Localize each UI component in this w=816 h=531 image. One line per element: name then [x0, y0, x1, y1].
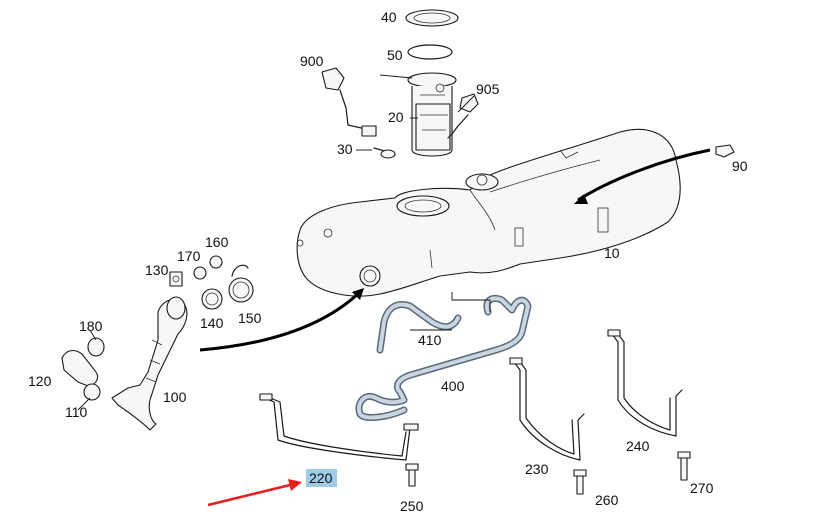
lock-ring[interactable] [405, 9, 459, 27]
clip[interactable] [447, 93, 479, 139]
callout-905: 905 [476, 81, 500, 97]
callout-highlight [306, 469, 337, 487]
callout-130: 130 [145, 262, 169, 278]
bolt-250[interactable] [405, 463, 419, 487]
callout-90: 90 [732, 158, 748, 174]
callout-50: 50 [387, 47, 403, 63]
leader-lines [77, 74, 491, 411]
callout-400: 400 [441, 378, 465, 394]
callout-100: 100 [163, 389, 187, 405]
callout-labels: 40 50 900 905 20 30 90 10 160 170 130 14… [28, 9, 748, 514]
callout-220[interactable]: 220 [309, 470, 333, 486]
assembly-arrow-right [574, 148, 711, 204]
callout-30: 30 [337, 141, 353, 157]
vent-hose-400[interactable] [355, 295, 532, 421]
filler-fitting[interactable] [169, 271, 183, 287]
callout-40: 40 [381, 9, 397, 25]
callout-900: 900 [300, 53, 324, 69]
hose-clamp-lower[interactable] [83, 383, 101, 401]
fuel-filler-cap[interactable] [228, 264, 254, 303]
callout-260: 260 [595, 492, 619, 508]
bolt-260[interactable] [573, 469, 587, 495]
filler-hose[interactable] [61, 349, 99, 387]
callout-410: 410 [418, 332, 442, 348]
grommet[interactable] [193, 266, 207, 280]
callout-140: 140 [200, 315, 224, 331]
callout-250: 250 [400, 498, 424, 514]
fuel-pump-module[interactable] [407, 72, 457, 157]
sensor-bracket[interactable] [321, 67, 345, 91]
filler-ring[interactable] [201, 288, 223, 310]
callout-180: 180 [79, 318, 103, 334]
callout-270: 270 [690, 480, 714, 496]
assembly-arrow-left [199, 288, 364, 352]
filler-neck[interactable] [111, 296, 188, 431]
fuel-tank[interactable] [296, 128, 681, 297]
tank-cap[interactable] [715, 144, 735, 158]
pointer-arrow [207, 479, 302, 507]
callout-120: 120 [28, 373, 52, 389]
callout-20: 20 [388, 109, 404, 125]
tank-strap-230[interactable] [509, 357, 585, 461]
callout-170: 170 [177, 248, 201, 264]
sealing-ring[interactable] [407, 44, 453, 60]
tank-strap-220[interactable] [259, 393, 419, 461]
callout-150: 150 [238, 310, 262, 326]
vent-hose-410[interactable] [376, 301, 462, 354]
seal-ring-small[interactable] [209, 255, 223, 269]
hose-clamp[interactable] [87, 337, 105, 357]
tank-strap-240[interactable] [607, 329, 683, 437]
bolt-270[interactable] [677, 451, 691, 481]
callout-10: 10 [604, 245, 620, 261]
callout-230: 230 [525, 461, 549, 477]
callout-110: 110 [65, 404, 88, 420]
callout-160: 160 [205, 234, 229, 250]
callout-240: 240 [626, 438, 650, 454]
fuel-level-sensor[interactable] [339, 89, 396, 159]
